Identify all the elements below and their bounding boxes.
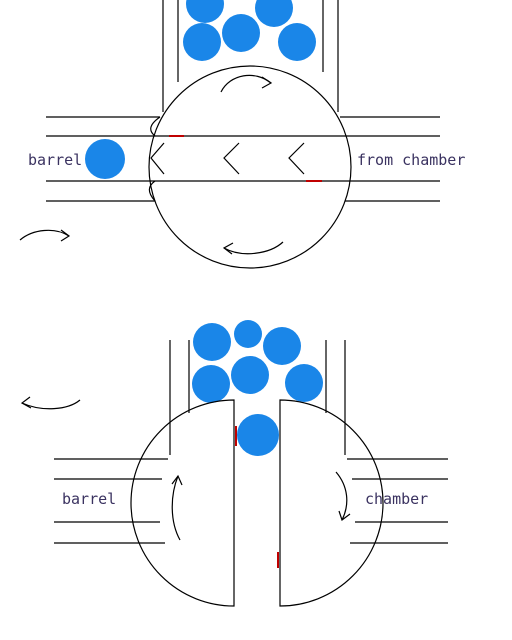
ball — [192, 365, 230, 403]
bottom-valve-right-half — [279, 399, 384, 607]
rotation-arrow-icon — [222, 241, 284, 255]
chevron-left-icon — [150, 142, 165, 175]
top-bore — [46, 116, 440, 202]
ball — [237, 414, 279, 456]
bottom-ball-stack — [192, 320, 323, 456]
top-rotary-valve — [148, 65, 352, 269]
ball — [193, 323, 231, 361]
ball — [234, 320, 262, 348]
top-ball-stack — [183, 0, 316, 61]
top-flow-chevrons — [150, 142, 305, 175]
top-outer-tube — [46, 116, 440, 202]
rotation-arrow-icon — [220, 74, 273, 93]
chevron-left-icon — [288, 142, 305, 175]
chevron-left-icon — [223, 142, 240, 175]
rotation-arrow-icon — [20, 396, 81, 410]
ball — [263, 327, 301, 365]
bottom-hopper — [169, 340, 346, 455]
ball — [222, 14, 260, 52]
rotation-arrow-icon — [335, 471, 351, 521]
bottom-chamber-label: chamber — [365, 490, 428, 508]
ball-in-barrel — [85, 139, 125, 179]
ball — [255, 0, 293, 27]
ball — [231, 356, 269, 394]
top-hopper — [162, 0, 339, 112]
ball — [183, 23, 221, 61]
top-barrel-label: barrel — [28, 151, 82, 169]
rotation-arrow-icon — [171, 474, 183, 541]
bottom-barrel-tube — [54, 458, 168, 544]
ball — [186, 0, 224, 23]
bottom-barrel-label: barrel — [62, 490, 116, 508]
rotation-arrow-icon — [19, 229, 71, 242]
top-diagram: barrel from chamber — [19, 0, 465, 269]
bottom-valve-left-half — [130, 399, 235, 607]
top-chamber-label: from chamber — [357, 151, 465, 169]
bottom-diagram: barrel chamber — [20, 320, 448, 607]
ball — [278, 23, 316, 61]
ball — [285, 364, 323, 402]
bottom-chamber-tube — [347, 458, 448, 544]
